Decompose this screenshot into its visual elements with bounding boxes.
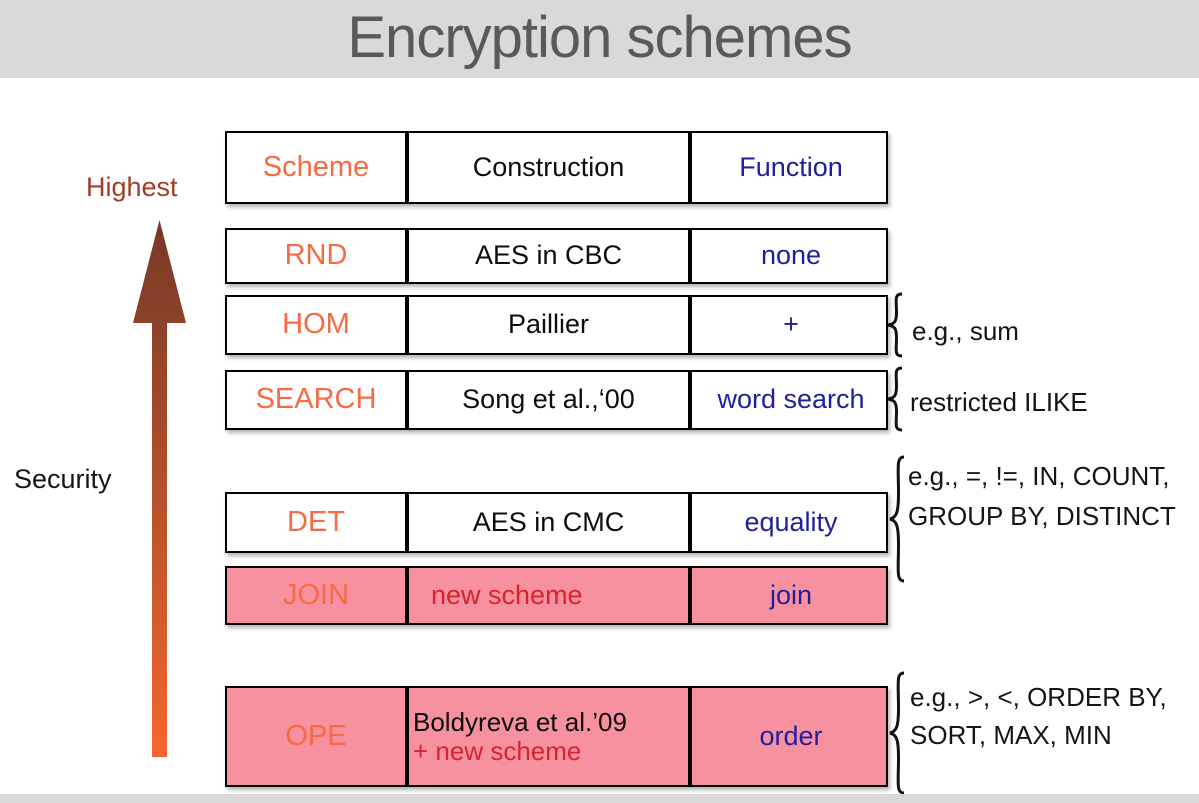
join-construction: new scheme <box>405 568 688 623</box>
header-construction: Construction <box>405 133 688 202</box>
table-row-join: JOIN new scheme join <box>225 566 888 625</box>
curly-brace-hom-icon <box>887 292 903 358</box>
curly-brace-ope-icon <box>889 671 905 795</box>
det-function: equality <box>688 494 890 551</box>
table-row-search: SEARCH Song et al.,‘00 word search <box>225 370 888 430</box>
hom-function: + <box>688 297 890 353</box>
join-scheme: JOIN <box>282 578 350 611</box>
header-scheme: Scheme <box>262 150 370 183</box>
annotation-search: restricted ILIKE <box>910 387 1088 417</box>
search-scheme: SEARCH <box>255 383 377 416</box>
annotation-ope-line1: e.g., >, <, ORDER BY, <box>910 682 1167 712</box>
highest-label: Highest <box>86 172 178 202</box>
security-label: Security <box>14 464 112 494</box>
ope-construction-line1: Boldyreva et al.’09 <box>413 706 627 737</box>
annotation-ope: e.g., >, <, ORDER BY, SORT, MAX, MIN <box>910 678 1167 754</box>
footer-bar <box>0 794 1199 803</box>
ope-scheme: OPE <box>285 719 347 752</box>
table-row-det: DET AES in CMC equality <box>225 492 888 553</box>
header-function: Function <box>688 133 890 202</box>
hom-scheme: HOM <box>282 308 350 341</box>
rnd-construction: AES in CBC <box>405 230 688 282</box>
table-row-hom: HOM Paillier + <box>225 295 888 355</box>
table-header-row: Scheme Construction Function <box>225 131 888 204</box>
curly-brace-search-icon <box>887 366 903 432</box>
page-title: Encryption schemes <box>347 5 852 70</box>
annotation-det-line1: e.g., =, !=, IN, COUNT, <box>908 461 1170 491</box>
table-row-rnd: RND AES in CBC none <box>225 228 888 284</box>
table-row-ope: OPE Boldyreva et al.’09 + new scheme ord… <box>225 686 888 787</box>
ope-function: order <box>688 688 890 785</box>
rnd-scheme: RND <box>284 239 348 272</box>
ope-construction: Boldyreva et al.’09 + new scheme <box>405 688 688 785</box>
rnd-function: none <box>688 230 890 282</box>
annotation-det-line2: GROUP BY, DISTINCT <box>908 501 1176 531</box>
security-arrow-up-icon <box>133 220 186 757</box>
search-function: word search <box>688 372 890 428</box>
title-banner: Encryption schemes <box>0 0 1199 78</box>
ope-construction-line2: + new scheme <box>413 735 582 766</box>
annotation-ope-line2: SORT, MAX, MIN <box>910 720 1112 750</box>
annotation-det: e.g., =, !=, IN, COUNT, GROUP BY, DISTIN… <box>908 456 1176 536</box>
join-function: join <box>688 568 890 623</box>
curly-brace-det-join-icon <box>889 455 905 583</box>
search-construction: Song et al.,‘00 <box>405 372 688 428</box>
hom-construction: Paillier <box>405 297 688 353</box>
annotation-hom: e.g., sum <box>912 316 1019 346</box>
det-scheme: DET <box>287 505 345 538</box>
det-construction: AES in CMC <box>405 494 688 551</box>
